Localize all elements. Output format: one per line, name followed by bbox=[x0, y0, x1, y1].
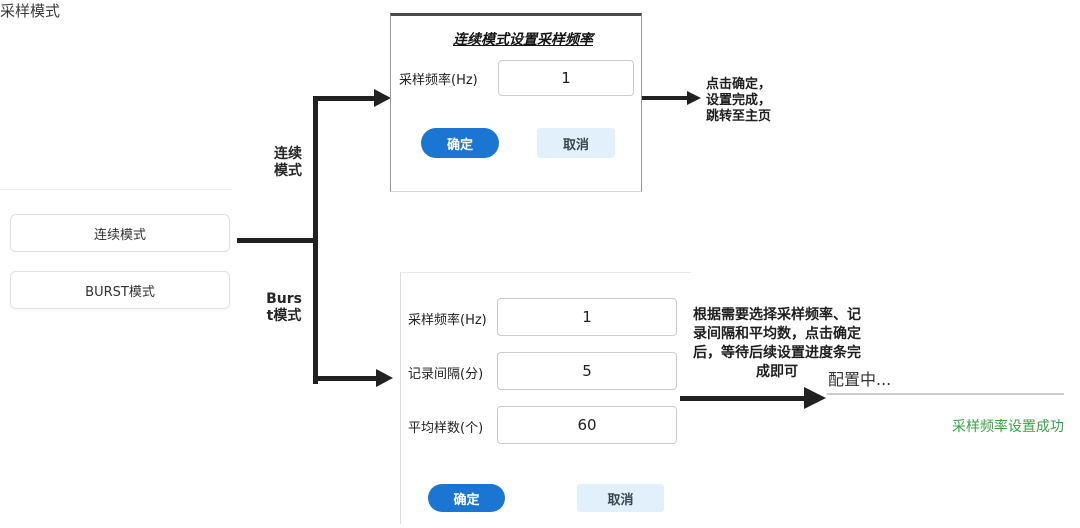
burst-mode-button[interactable]: BURST模式 bbox=[10, 271, 230, 309]
continuous-mode-dialog: 连续模式设置采样频率 采样频率(Hz) 1 确定 取消 bbox=[390, 13, 642, 192]
page-title: 采样模式 bbox=[0, 2, 61, 20]
dialog-title: 连续模式设置采样频率 bbox=[453, 32, 593, 48]
note-line: 点击确定， bbox=[706, 77, 772, 92]
continuous-note: 点击确定， 设置完成， 跳转至主页 bbox=[706, 77, 771, 125]
progress-bar bbox=[827, 393, 1064, 395]
sampling-frequency-label: 采样频率(Hz) bbox=[399, 73, 478, 88]
sampling-frequency-input[interactable]: 1 bbox=[497, 298, 677, 336]
heading-divider bbox=[0, 189, 232, 190]
note-line: 录间隔和平均数，点击确定 bbox=[693, 326, 861, 342]
burst-note: 根据需要选择采样频率、记 录间隔和平均数，点击确定 后，等待后续设置进度条完 成… bbox=[682, 306, 872, 382]
connector-top-branch-line bbox=[313, 96, 375, 101]
arrow-right-icon bbox=[376, 369, 393, 387]
note-line: 成即可 bbox=[756, 364, 798, 380]
record-interval-label: 记录间隔(分) bbox=[408, 367, 484, 382]
arrow-right-icon bbox=[687, 91, 701, 105]
average-samples-label: 平均样数(个) bbox=[408, 421, 484, 436]
sampling-frequency-input[interactable]: 1 bbox=[498, 60, 634, 96]
cancel-button[interactable]: 取消 bbox=[577, 484, 664, 512]
average-samples-input[interactable]: 60 bbox=[497, 406, 677, 444]
note-line: 后，等待后续设置进度条完 bbox=[693, 345, 861, 361]
connector-bottom-branch-line bbox=[313, 376, 377, 381]
connector-trunk-line bbox=[313, 96, 318, 384]
sampling-frequency-label: 采样频率(Hz) bbox=[408, 313, 487, 328]
confirm-button[interactable]: 确定 bbox=[421, 128, 499, 158]
cancel-button[interactable]: 取消 bbox=[537, 128, 615, 158]
configuring-status: 配置中... bbox=[828, 370, 892, 389]
connector-exit-line bbox=[642, 96, 688, 100]
confirm-button[interactable]: 确定 bbox=[428, 484, 505, 512]
burst-branch-label: Burst模式 bbox=[266, 291, 302, 324]
continuous-branch-label: 连续模式 bbox=[274, 146, 302, 179]
connector-result-line bbox=[680, 396, 806, 401]
arrow-right-icon bbox=[804, 387, 826, 409]
arrow-right-icon bbox=[374, 89, 391, 107]
note-line: 设置完成， bbox=[706, 93, 772, 108]
continuous-mode-button[interactable]: 连续模式 bbox=[10, 214, 230, 252]
connector-stub-line bbox=[237, 238, 315, 243]
note-line: 根据需要选择采样频率、记 bbox=[693, 307, 861, 323]
success-message: 采样频率设置成功 bbox=[952, 419, 1064, 435]
record-interval-input[interactable]: 5 bbox=[497, 352, 677, 390]
burst-mode-dialog: 采样频率(Hz) 1 记录间隔(分) 5 平均样数(个) 60 确定 取消 bbox=[400, 272, 691, 524]
note-line: 跳转至主页 bbox=[706, 109, 772, 124]
